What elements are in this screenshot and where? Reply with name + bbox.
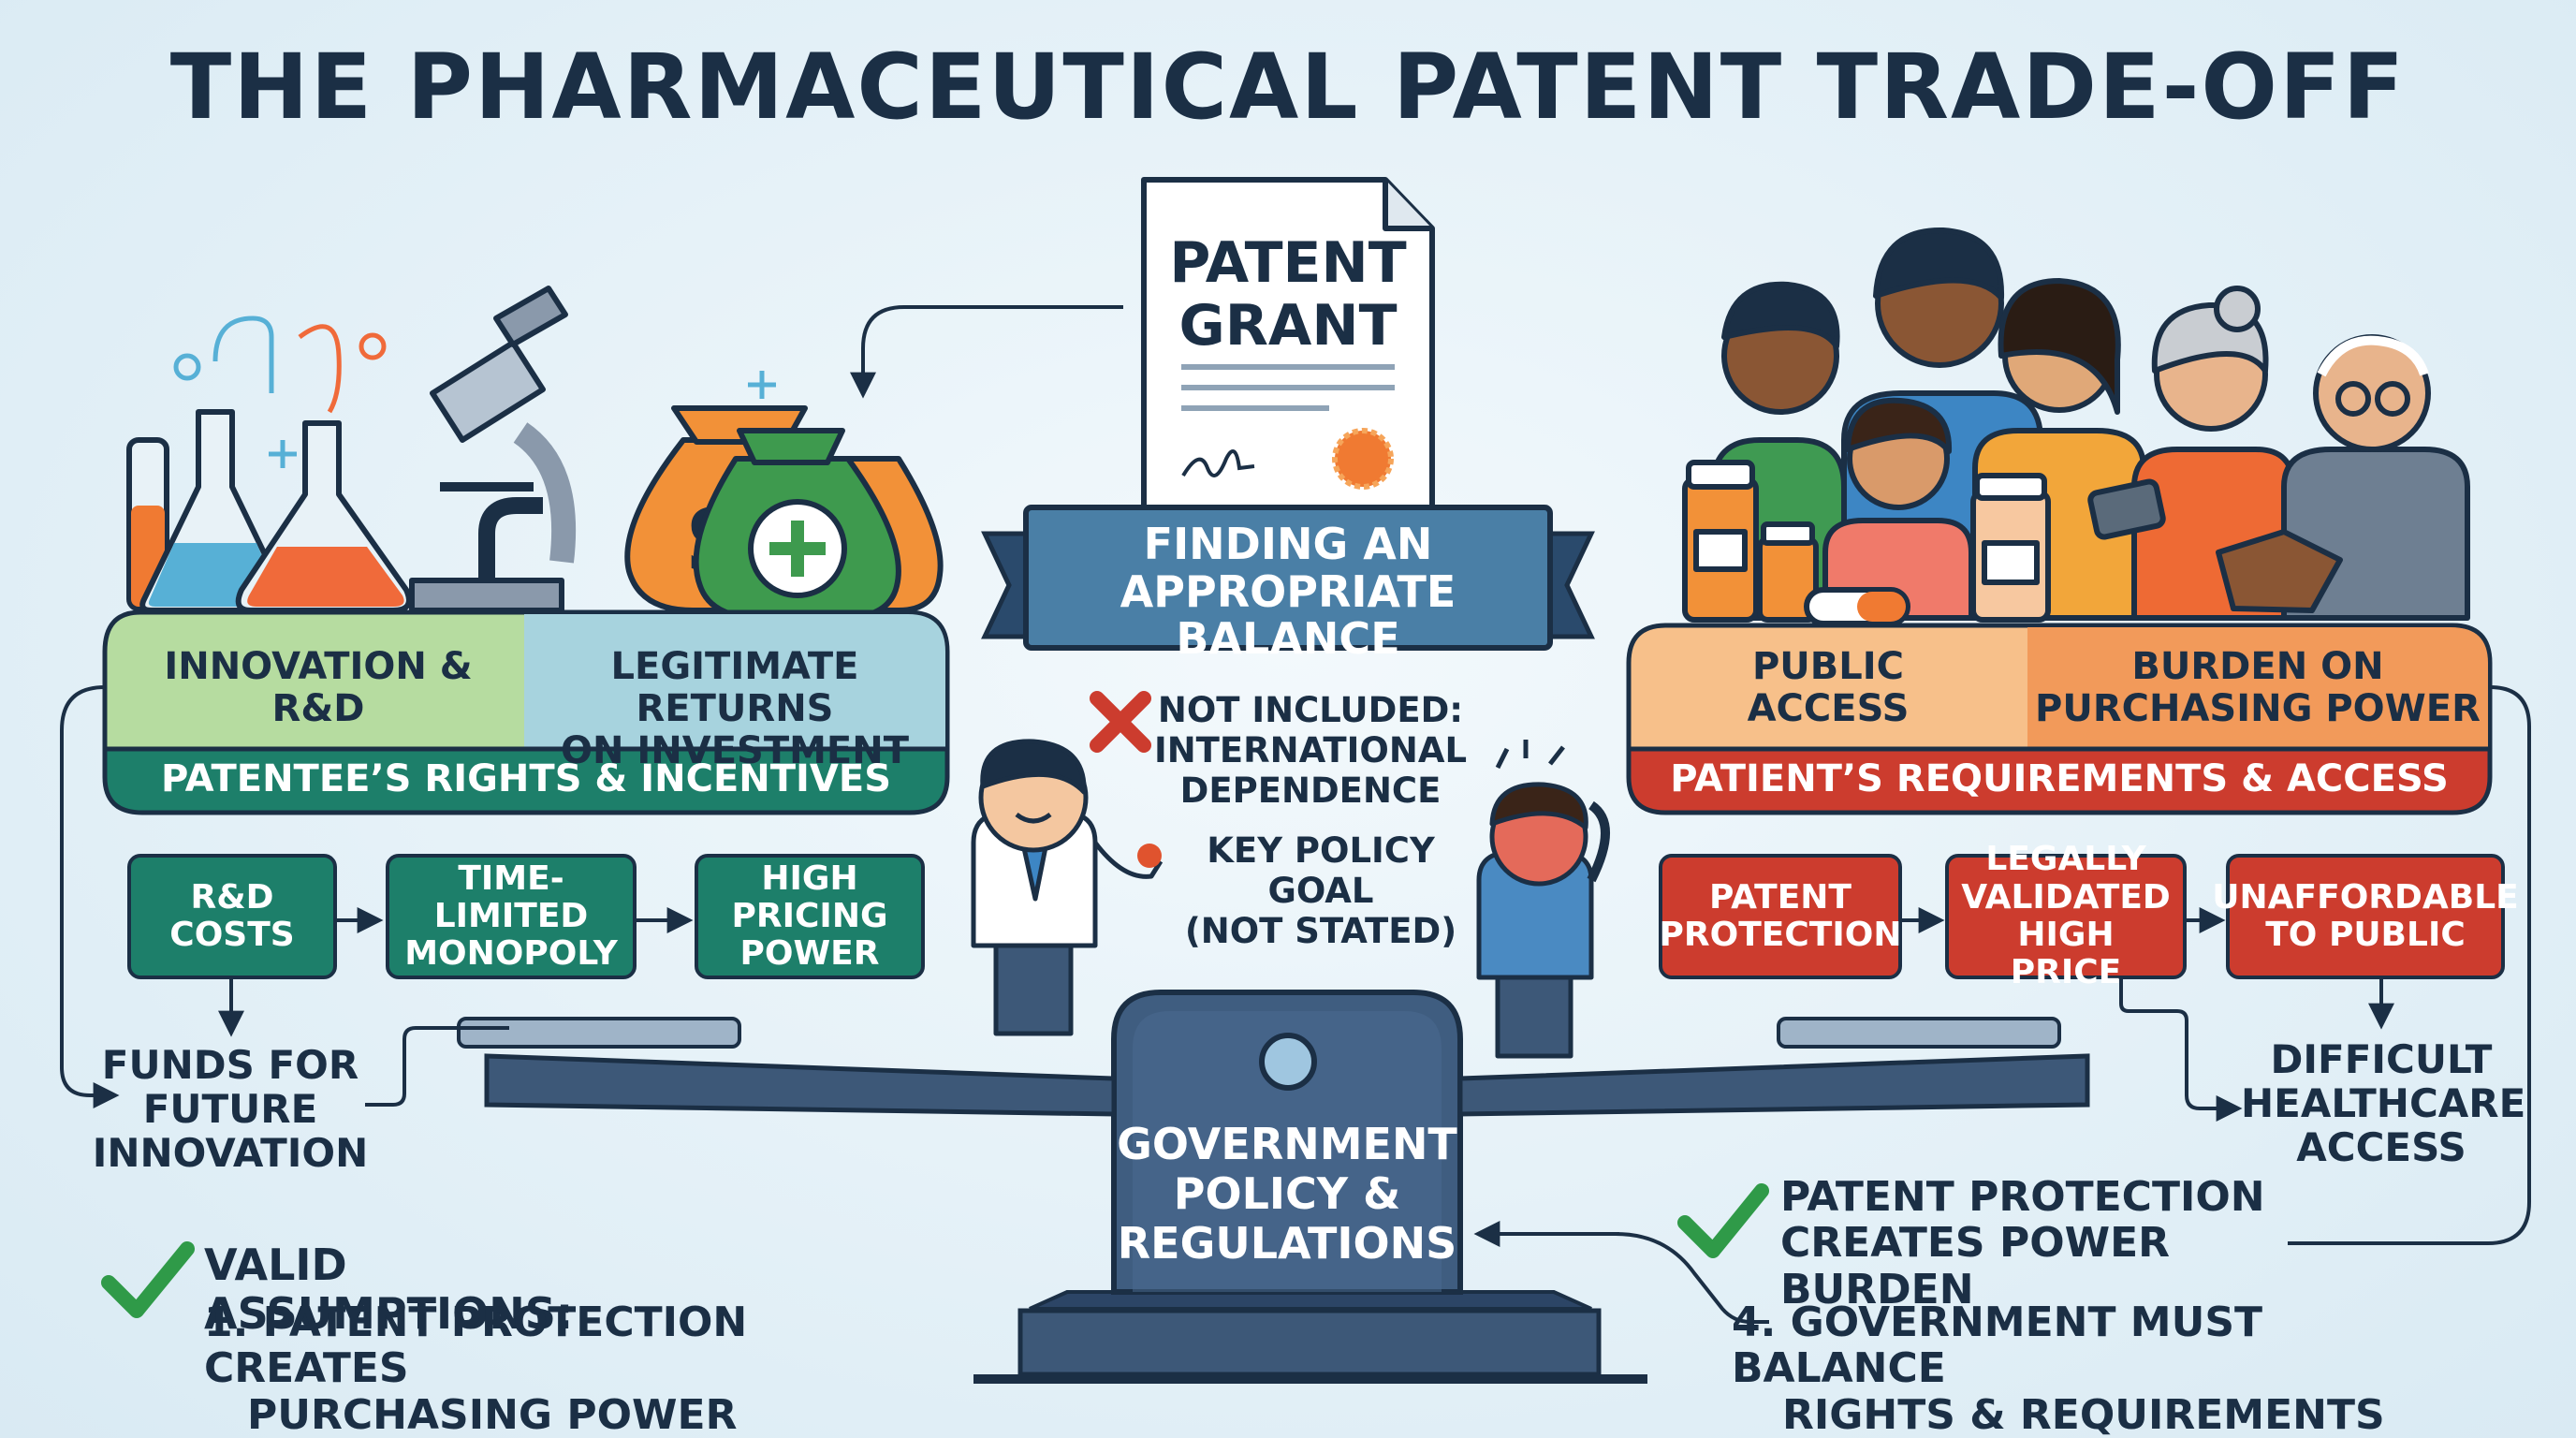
innovation-rd-label: INNOVATION & R&D bbox=[164, 645, 473, 730]
public-access-label: PUBLIC ACCESS bbox=[1747, 645, 1910, 730]
balance-scale bbox=[457, 990, 2090, 1384]
valid-assumptions-heading: VALID ASSUMPTIONS: bbox=[204, 1240, 574, 1339]
not-included-note: NOT INCLUDED: INTERNATIONAL DEPENDENCE bbox=[1153, 690, 1468, 811]
worried-man-figure bbox=[1476, 740, 1610, 1059]
patent-document bbox=[1141, 177, 1435, 525]
government-balance-note: 4. GOVERNMENT MUST BALANCE RIGHTS & REQU… bbox=[1732, 1299, 2385, 1438]
legitimate-returns-label: LEGITIMATE RETURNS ON INVESTMENT bbox=[560, 645, 910, 772]
page-title: THE PHARMACEUTICAL PATENT TRADE-OFF bbox=[169, 35, 2407, 139]
right-check-note: PATENT PROTECTION CREATES POWER BURDEN bbox=[1780, 1173, 2265, 1313]
left-panel-shape bbox=[102, 609, 950, 815]
orange-dot-icon bbox=[1137, 844, 1162, 868]
patients-group-illustration bbox=[1682, 227, 2470, 626]
burden-purchasing-label: BURDEN ON PURCHASING POWER bbox=[2035, 645, 2481, 730]
microscope-illustration bbox=[409, 286, 577, 613]
funds-future-innovation-label: FUNDS FOR FUTURE INNOVATION bbox=[92, 1042, 369, 1177]
red-x-icon bbox=[1090, 691, 1151, 753]
check-icon-left bbox=[101, 1241, 195, 1318]
right-connectors bbox=[1473, 685, 2531, 1324]
scientist-figure bbox=[971, 739, 1164, 1036]
patent-grant-label: PATENT GRANT bbox=[1169, 230, 1407, 360]
difficult-healthcare-access-label: DIFFICULT HEALTHCARE ACCESS bbox=[2241, 1036, 2526, 1171]
valid-assumption-item-1: 1. PATENT PROTECTION CREATES PURCHASING … bbox=[204, 1299, 748, 1438]
check-icon-right bbox=[1677, 1183, 1769, 1258]
government-policy-label: GOVERNMENT POLICY & REGULATIONS bbox=[1117, 1119, 1457, 1269]
key-policy-goal-note: KEY POLICY GOAL (NOT STATED) bbox=[1184, 830, 1457, 951]
left-connectors bbox=[60, 305, 1123, 1108]
patentee-rights-label: PATENTEE’S RIGHTS & INCENTIVES bbox=[160, 757, 892, 800]
lab-glassware-illustration bbox=[126, 315, 412, 613]
right-panel-shape bbox=[1626, 623, 2493, 815]
balance-banner-label: FINDING AN APPROPRIATE BALANCE bbox=[1120, 519, 1456, 665]
balance-banner bbox=[981, 505, 1595, 651]
patient-requirements-label: PATIENT’S REQUIREMENTS & ACCESS bbox=[1670, 757, 2449, 800]
money-bags-illustration: $ $ bbox=[624, 371, 944, 621]
